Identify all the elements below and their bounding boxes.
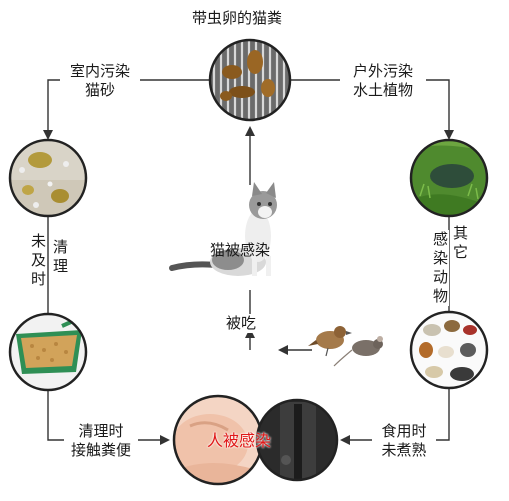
outdoor-contamination-label: 户外污染 水土植物 [340,62,426,100]
cleaning-line1: 清理时 [78,422,124,440]
indoor-contamination-label: 室内污染 猫砂 [60,62,140,100]
cleaning-line2: 接触粪便 [70,441,131,459]
undercooked-label: 食用时 未煮熟 [372,422,436,460]
cleaning-contact-label: 清理时 接触粪便 [64,422,138,460]
indoor-line1: 室内污染 [69,62,130,80]
grass-water-icon [409,138,489,218]
litter-box-icon [8,312,88,392]
undercooked-line1: 食用时 [381,422,427,440]
dirty-cat-litter-icon [8,138,88,218]
person-icon [255,398,339,482]
cat-infected-label: 猫被感染 [210,241,271,259]
pregnant-belly-icon [172,394,264,486]
cat-icon [169,182,277,276]
other-animals-label-a: 其它 [452,224,469,262]
indoor-line2: 猫砂 [84,81,115,99]
undercooked-line2: 未煮熟 [381,441,427,459]
bird-mouse-icon [308,326,383,367]
farm-animals-icon [409,310,489,390]
diagram-title: 带虫卵的猫粪 [192,9,283,28]
eaten-label: 被吃 [226,314,257,333]
outdoor-line2: 水土植物 [352,81,413,99]
not-cleaned-label-b: 清理 [52,238,69,276]
arrow-to-indoor [43,79,210,140]
cat-feces-grate-icon [208,38,292,122]
other-animals-label-b: 感染动物 [432,230,449,306]
outdoor-line1: 户外污染 [352,62,413,80]
not-cleaned-label-a: 未及时 [30,232,47,289]
human-infected-label: 人被感染 [207,431,272,450]
